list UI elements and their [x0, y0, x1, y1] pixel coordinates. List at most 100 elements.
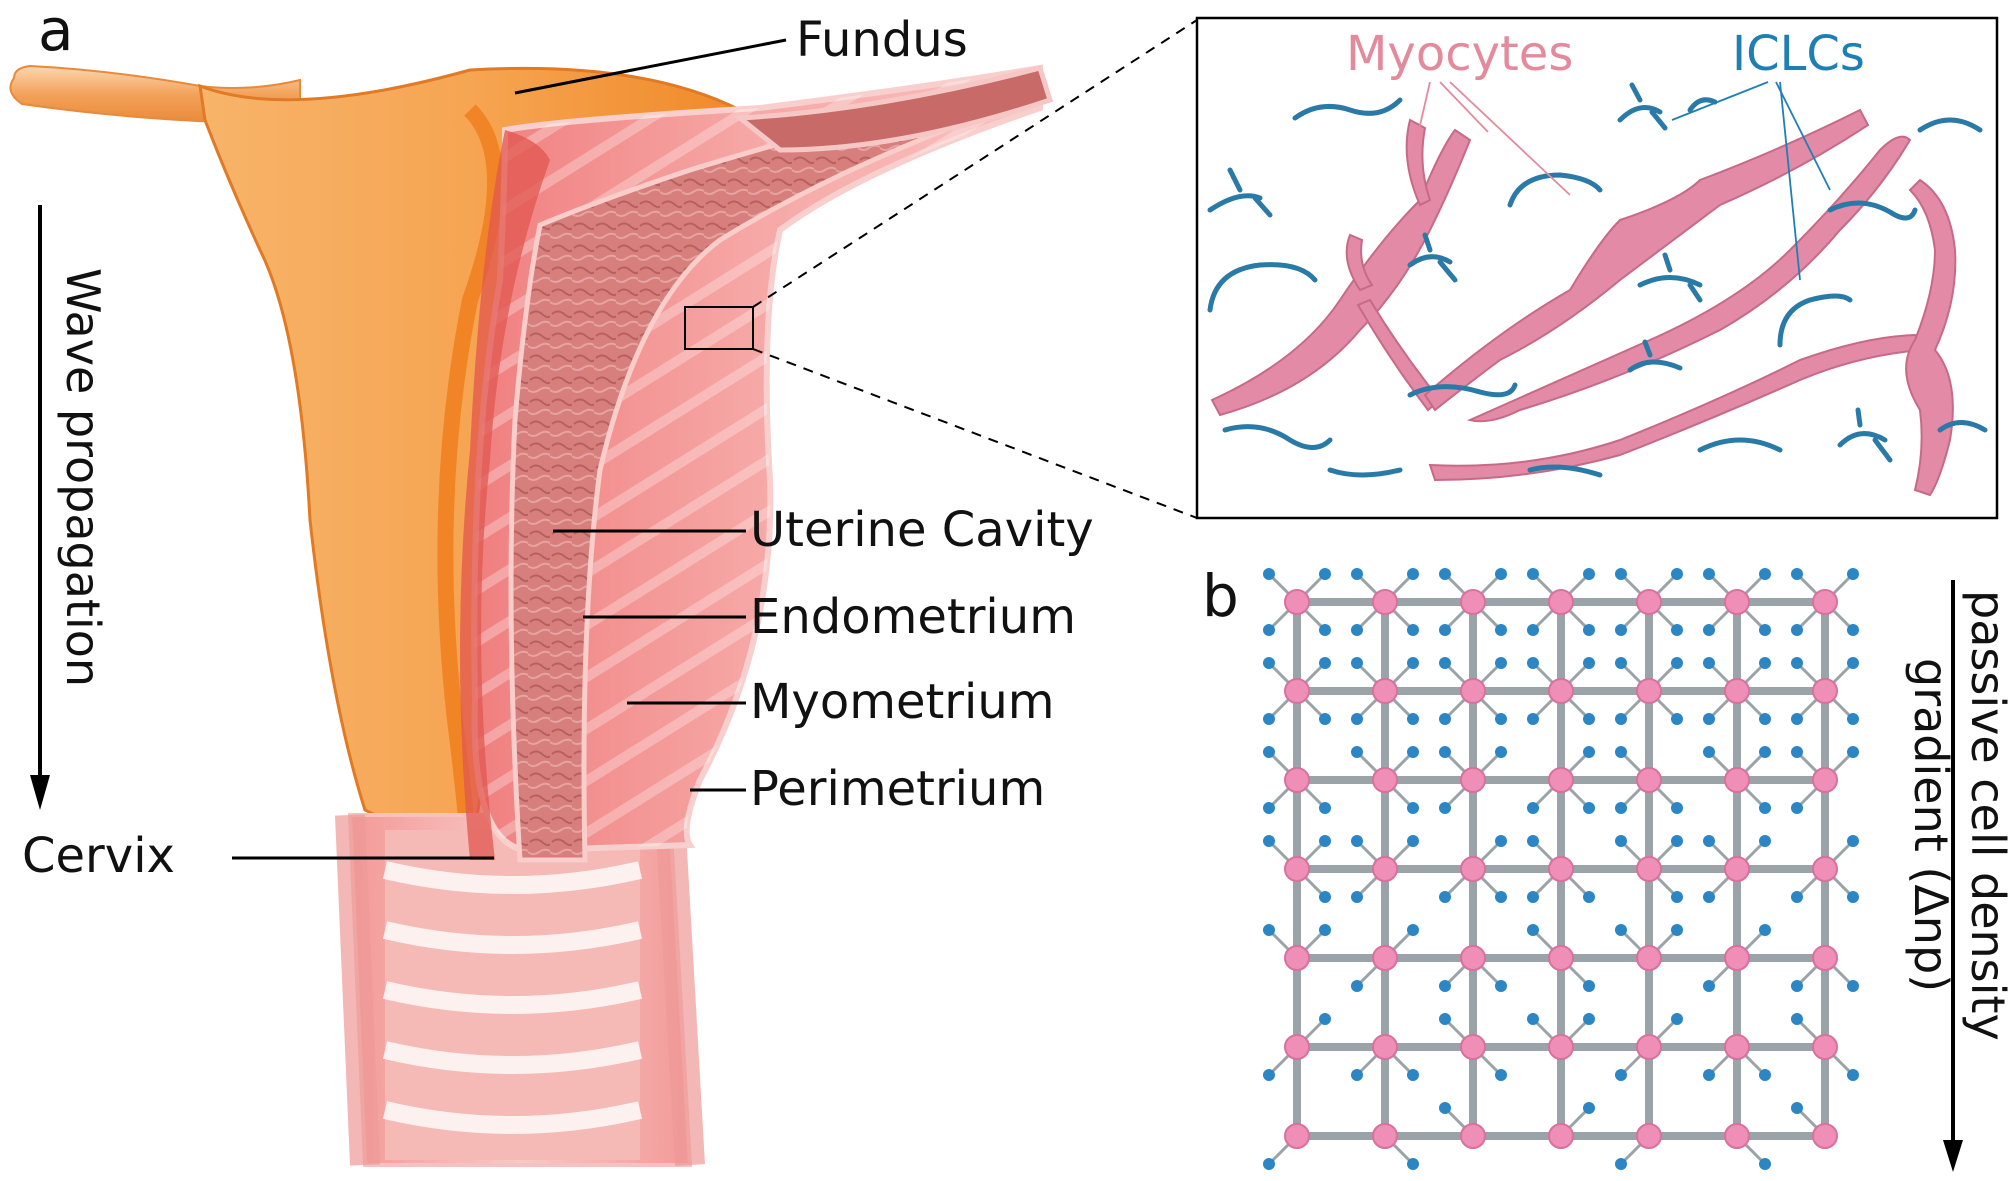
cell-lattice: [1263, 568, 1859, 1170]
passive-cell-node: [1263, 713, 1275, 725]
iclc-cell: [1837, 407, 1893, 463]
passive-cell-node: [1583, 568, 1595, 580]
myocyte-node: [1812, 1123, 1838, 1149]
passive-cell-node: [1703, 568, 1715, 580]
passive-cell-node: [1703, 713, 1715, 725]
label-myocytes: Myocytes: [1346, 26, 1573, 82]
cell-inset: Myocytes ICLCs: [1195, 16, 1999, 520]
passive-cell-node: [1319, 924, 1331, 936]
passive-cell-node: [1847, 657, 1859, 669]
passive-cell-node: [1847, 713, 1859, 725]
passive-cell-node: [1351, 657, 1363, 669]
passive-cell-node: [1263, 624, 1275, 636]
passive-cell-node: [1703, 835, 1715, 847]
passive-cell-node: [1407, 746, 1419, 758]
passive-cell-node: [1527, 624, 1539, 636]
passive-cell-node: [1703, 624, 1715, 636]
passive-cell-node: [1351, 1069, 1363, 1081]
passive-cell-node: [1791, 657, 1803, 669]
myocyte-cell: [1405, 118, 1432, 207]
passive-cell-node: [1671, 568, 1683, 580]
myocyte-cell: [1356, 298, 1442, 412]
myocyte-node: [1724, 945, 1750, 971]
myocyte-node: [1548, 1034, 1574, 1060]
passive-cell-node: [1847, 980, 1859, 992]
passive-cell-node: [1759, 802, 1771, 814]
passive-cell-node: [1527, 657, 1539, 669]
passive-cell-node: [1583, 980, 1595, 992]
myocyte-node: [1284, 678, 1310, 704]
passive-cell-node: [1759, 924, 1771, 936]
label-endometrium: Endometrium: [750, 589, 1076, 645]
myocyte-node: [1372, 589, 1398, 615]
anatomy-leaders: [232, 38, 787, 860]
passive-cell-node: [1319, 657, 1331, 669]
passive-cell-node: [1263, 746, 1275, 758]
passive-cell-node: [1791, 802, 1803, 814]
iclc-cell: [1527, 464, 1603, 478]
passive-cell-node: [1319, 802, 1331, 814]
passive-cell-node: [1791, 1013, 1803, 1025]
myometrium-inner-band: [460, 130, 550, 860]
passive-cell-node: [1319, 713, 1331, 725]
myocyte-node: [1724, 1123, 1750, 1149]
iclc-cell: [1617, 82, 1668, 131]
passive-cell-node: [1407, 713, 1419, 725]
passive-cell-node: [1759, 657, 1771, 669]
myocyte-node: [1812, 767, 1838, 793]
myocyte-node: [1812, 589, 1838, 615]
myocyte-node: [1636, 1034, 1662, 1060]
passive-cell-node: [1671, 657, 1683, 669]
myocyte-node: [1812, 856, 1838, 882]
myocyte-node: [1548, 589, 1574, 615]
myocyte-node: [1372, 1123, 1398, 1149]
passive-cell-node: [1407, 657, 1419, 669]
myocyte-node: [1460, 1034, 1486, 1060]
inset-locator-box: [684, 306, 754, 350]
passive-cell-node: [1495, 1069, 1507, 1081]
passive-cell-node: [1759, 1069, 1771, 1081]
passive-cell-node: [1439, 802, 1451, 814]
passive-cell-node: [1615, 924, 1627, 936]
passive-cell-node: [1671, 1013, 1683, 1025]
passive-cell-node: [1495, 980, 1507, 992]
passive-cell-node: [1671, 802, 1683, 814]
uterus-illustration: [9, 64, 1054, 1167]
passive-cell-node: [1527, 713, 1539, 725]
passive-cell-node: [1583, 802, 1595, 814]
passive-cell-node: [1439, 891, 1451, 903]
passive-cell-node: [1407, 624, 1419, 636]
myocyte-cell: [1466, 135, 1912, 423]
myocyte-node: [1460, 1123, 1486, 1149]
passive-cell-node: [1615, 1069, 1627, 1081]
myocyte-node: [1284, 945, 1310, 971]
myocyte-node: [1460, 856, 1486, 882]
passive-cell-node: [1351, 713, 1363, 725]
iclc-cell: [1777, 293, 1853, 348]
myocyte-node: [1372, 767, 1398, 793]
passive-cell-node: [1351, 835, 1363, 847]
label-uterine-cavity: Uterine Cavity: [750, 502, 1094, 558]
myocyte-node: [1372, 678, 1398, 704]
iclc-cell: [1917, 117, 1983, 133]
iclc-cells: [1207, 82, 1988, 478]
myocyte-node: [1372, 1034, 1398, 1060]
passive-cell-node: [1319, 568, 1331, 580]
passive-cell-node: [1439, 1013, 1451, 1025]
passive-cell-node: [1439, 657, 1451, 669]
iclc-cell: [1222, 424, 1333, 450]
passive-cell-node: [1439, 746, 1451, 758]
passive-cell-node: [1495, 746, 1507, 758]
myocyte-node: [1636, 678, 1662, 704]
passive-cell-node: [1495, 713, 1507, 725]
passive-cell-node: [1703, 980, 1715, 992]
passive-cell-node: [1759, 746, 1771, 758]
passive-cell-node: [1791, 1102, 1803, 1114]
iclc-cell: [1697, 437, 1783, 453]
passive-cell-node: [1847, 835, 1859, 847]
passive-cell-node: [1407, 1158, 1419, 1170]
zoom-lines: [752, 19, 1198, 519]
passive-cell-node: [1351, 624, 1363, 636]
passive-cell-node: [1527, 891, 1539, 903]
cervix-tube: [335, 813, 705, 1167]
